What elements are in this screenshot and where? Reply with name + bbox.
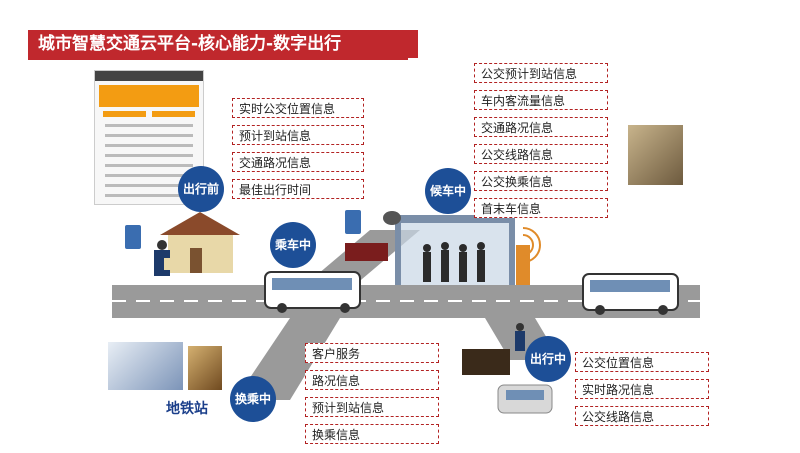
before-trip-info-3: 交通路况信息 [232, 152, 364, 172]
page-title-banner: 城市智慧交通云平台-核心能力-数字出行 [28, 30, 418, 58]
transfer-info-2: 路况信息 [305, 370, 439, 390]
title-underline [28, 58, 408, 60]
stage-transfer: 换乘中 [230, 376, 276, 422]
page-title: 城市智慧交通云平台-核心能力-数字出行 [38, 34, 342, 54]
waiting-info-4: 公交线路信息 [474, 144, 608, 164]
stage-waiting: 候车中 [425, 168, 471, 214]
transfer-info-1: 客户服务 [305, 343, 439, 363]
waiting-info-2: 车内客流量信息 [474, 90, 608, 110]
stage-boarding: 乘车中 [270, 222, 316, 268]
signal-pole-icon [516, 227, 541, 285]
travelling-info-3: 公交线路信息 [575, 406, 709, 426]
waiting-info-6: 首末车信息 [474, 198, 608, 218]
waiting-passenger-photo [628, 125, 683, 185]
transfer-info-4: 换乘信息 [305, 424, 439, 444]
bus-left-icon [264, 271, 361, 313]
waiting-info-1: 公交预计到站信息 [474, 63, 608, 83]
traveler-icon [515, 323, 525, 351]
transfer-info-3: 预计到站信息 [305, 397, 439, 417]
stage-travelling: 出行中 [525, 336, 571, 382]
waiting-info-3: 交通路况信息 [474, 117, 608, 137]
phone-icon-left [125, 225, 141, 249]
stage-before-trip: 出行前 [178, 166, 224, 212]
house-icon [160, 212, 240, 273]
before-trip-info-4: 最佳出行时间 [232, 179, 364, 199]
bus-right-icon [582, 273, 679, 315]
metro-station-label: 地铁站 [166, 401, 208, 417]
waiting-info-5: 公交换乘信息 [474, 171, 608, 191]
led-sign-icon [345, 243, 388, 261]
travelling-info-2: 实时路况信息 [575, 379, 709, 399]
bus-shelter-icon [395, 215, 515, 285]
before-trip-info-1: 实时公交位置信息 [232, 98, 364, 118]
metro-train-photo [108, 342, 183, 390]
phone-icon-mid [345, 210, 361, 234]
metro-screen-photo [188, 346, 222, 390]
camera-icon [383, 211, 401, 225]
travelling-info-1: 公交位置信息 [575, 352, 709, 372]
before-trip-info-2: 预计到站信息 [232, 125, 364, 145]
taxi-led-display-icon [462, 349, 510, 375]
car-icon [497, 384, 553, 414]
person-with-box-icon [154, 240, 178, 276]
